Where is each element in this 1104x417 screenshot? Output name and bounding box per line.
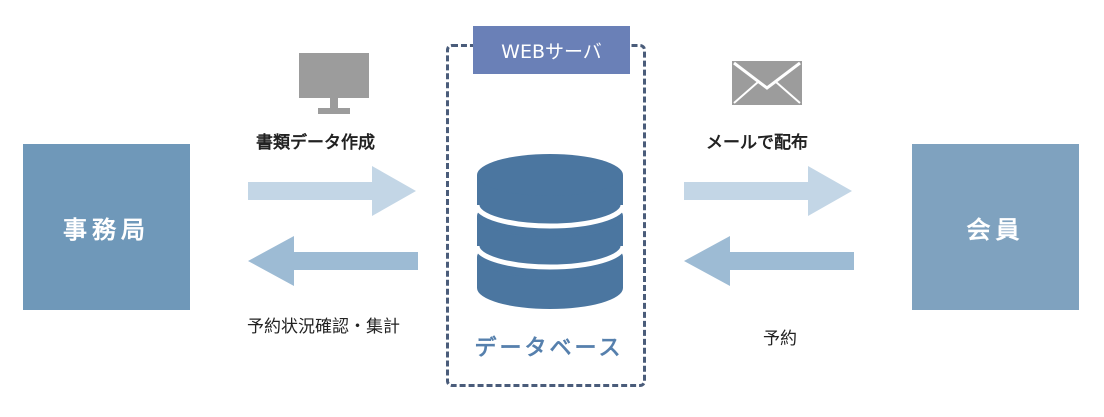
web-server-label: WEBサーバ: [473, 26, 630, 74]
label-create-docs: 書類データ作成: [256, 133, 375, 153]
member-node: 会員: [912, 144, 1079, 310]
arrow-server-to-office: [248, 236, 418, 286]
database-label: データベース: [474, 336, 624, 361]
arrow-server-to-member: [684, 166, 852, 216]
monitor-icon: [299, 53, 369, 114]
envelope-icon: [732, 61, 802, 105]
arrow-member-to-server: [684, 236, 854, 286]
label-reservation: 予約: [763, 329, 797, 349]
arrow-office-to-server: [248, 166, 416, 216]
office-node: 事務局: [23, 144, 190, 310]
label-mail-distribution: メールで配布: [706, 133, 808, 153]
label-reservation-check: 予約状況確認・集計: [247, 317, 400, 337]
database-icon: [474, 154, 626, 309]
